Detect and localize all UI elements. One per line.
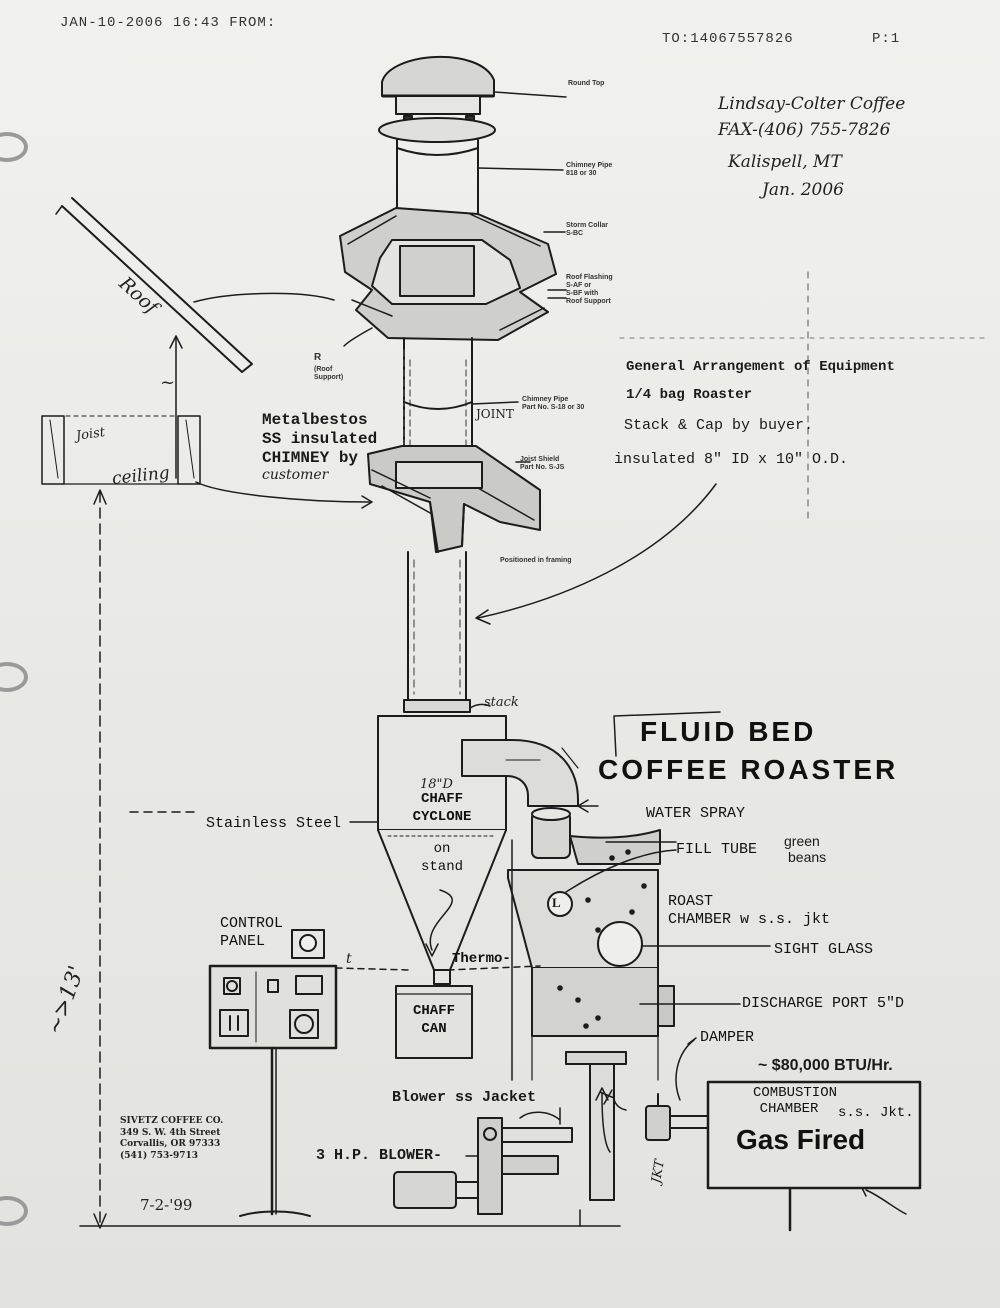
sketch-joint: JOINT xyxy=(476,407,514,421)
fax-header-page: P:1 xyxy=(872,31,901,47)
sketch-stack: stack xyxy=(484,695,519,710)
label-btu: ~ $80,000 BTU/Hr. xyxy=(758,1057,893,1074)
joist-shield-assembly xyxy=(367,445,541,553)
fax-header-to: TO:14067557826 xyxy=(662,31,794,47)
label-chimney-pipe-mid: Chimney Pipe Part No. S-18 or 30 xyxy=(522,396,585,412)
label-combustion: COMBUSTION xyxy=(752,1085,837,1101)
label-damper: DAMPER xyxy=(700,1029,755,1046)
general-line-3: Stack & Cap by buyer. xyxy=(624,417,814,434)
company-address: SIVETZ COFFEE CO. 349 S. W. 4th Street C… xyxy=(120,1116,224,1162)
roast-chamber-assembly xyxy=(507,807,675,1201)
stack-pipe-lower xyxy=(403,551,491,713)
label-combustion-jkt: s.s. Jkt. xyxy=(838,1105,914,1121)
round-top-cap xyxy=(378,55,567,143)
label-chaff: CHAFF xyxy=(420,791,463,807)
label-fill-tube: FILL TUBE xyxy=(676,841,758,858)
label-gas-fired: Gas Fired xyxy=(736,1124,866,1155)
label-control: CONTROL xyxy=(220,915,284,932)
label-stand: stand xyxy=(420,859,463,875)
label-roast-chamber: CHAMBER w s.s. jkt xyxy=(668,911,831,928)
roof-rafter-sketch xyxy=(55,197,335,479)
label-joist-shield: Joist Shield Part No. S-JS xyxy=(520,456,565,472)
label-water-spray: WATER SPRAY xyxy=(646,805,746,822)
label-blower-jacket: Blower ss Jacket xyxy=(392,1089,537,1106)
metalbestos-line-1: Metalbestos xyxy=(262,411,368,429)
label-chaff-can-2: CAN xyxy=(421,1021,447,1037)
control-panel xyxy=(208,929,541,1217)
chaff-can xyxy=(395,985,473,1059)
height-dimension-line xyxy=(79,489,621,1229)
label-combustion-chamber: CHAMBER xyxy=(759,1101,819,1117)
label-round-top: Round Top xyxy=(568,80,605,87)
label-roof-support: (Roof Support) xyxy=(314,366,344,382)
cyclone-duct xyxy=(461,739,599,813)
binder-ring-bottom xyxy=(0,1196,28,1226)
label-t-mark: t xyxy=(346,951,352,967)
label-beans: beans xyxy=(788,849,827,865)
binder-ring-top xyxy=(0,132,28,162)
label-green: green xyxy=(784,833,820,849)
label-storm-collar: Storm Collar S-BC xyxy=(566,222,609,238)
general-line-1: General Arrangement of Equipment xyxy=(626,359,895,375)
combustion-chamber xyxy=(612,1080,922,1232)
label-sight-glass: SIGHT GLASS xyxy=(774,941,874,958)
label-jkt: JKT xyxy=(649,1158,668,1185)
handwritten-fax: FAX-(406) 755-7826 xyxy=(718,120,891,140)
fax-header-left: JAN-10-2006 16:43 FROM: xyxy=(60,15,277,31)
label-roof-support-r: R xyxy=(314,352,322,363)
handwritten-company: Lindsay-Colter Coffee xyxy=(718,94,906,114)
handwritten-date: Jan. 2006 xyxy=(762,180,844,200)
company-date: 7-2-'99 xyxy=(140,1196,193,1214)
label-cyclone: CYCLONE xyxy=(412,809,472,825)
label-blower: 3 H.P. BLOWER- xyxy=(316,1147,443,1164)
label-chimney-pipe-top: Chimney Pipe 818 or 30 xyxy=(566,162,613,178)
title-line-1: FLUID BED xyxy=(640,716,817,747)
label-level-l: L xyxy=(552,895,561,910)
metalbestos-line-2: SS insulated xyxy=(262,430,378,448)
sketch-joist: Joist xyxy=(75,425,106,444)
label-chaff-can-1: CHAFF xyxy=(412,1003,455,1019)
label-stainless-steel: Stainless Steel xyxy=(206,815,342,832)
title-line-2: COFFEE ROASTER xyxy=(598,754,899,785)
label-roof-flashing: Roof Flashing S-AF or S-BF with Roof Sup… xyxy=(566,274,613,306)
handwritten-city: Kalispell, MT xyxy=(728,152,842,172)
metalbestos-line-3: CHIMNEY by xyxy=(262,449,359,467)
binder-ring-middle xyxy=(0,662,28,692)
label-roast: ROAST xyxy=(668,893,714,910)
general-line-4: insulated 8" ID x 10" O.D. xyxy=(614,451,849,468)
label-panel: PANEL xyxy=(220,933,266,950)
joist-sketch xyxy=(41,415,373,509)
metalbestos-line-4: customer xyxy=(262,467,329,483)
label-thermo: Thermo- xyxy=(452,951,511,967)
label-cyclone-size: 18"D xyxy=(420,777,453,792)
roof-flashing-assembly xyxy=(339,207,567,347)
label-discharge-port: DISCHARGE PORT 5"D xyxy=(742,995,905,1012)
general-line-2: 1/4 bag Roaster xyxy=(626,387,753,403)
chimney-pipe-middle xyxy=(403,337,519,455)
label-on: on xyxy=(433,841,451,857)
label-positioned-framing: Positioned in framing xyxy=(500,557,572,564)
sketch-approx: ~ xyxy=(160,372,176,393)
blower-assembly xyxy=(393,1087,611,1227)
